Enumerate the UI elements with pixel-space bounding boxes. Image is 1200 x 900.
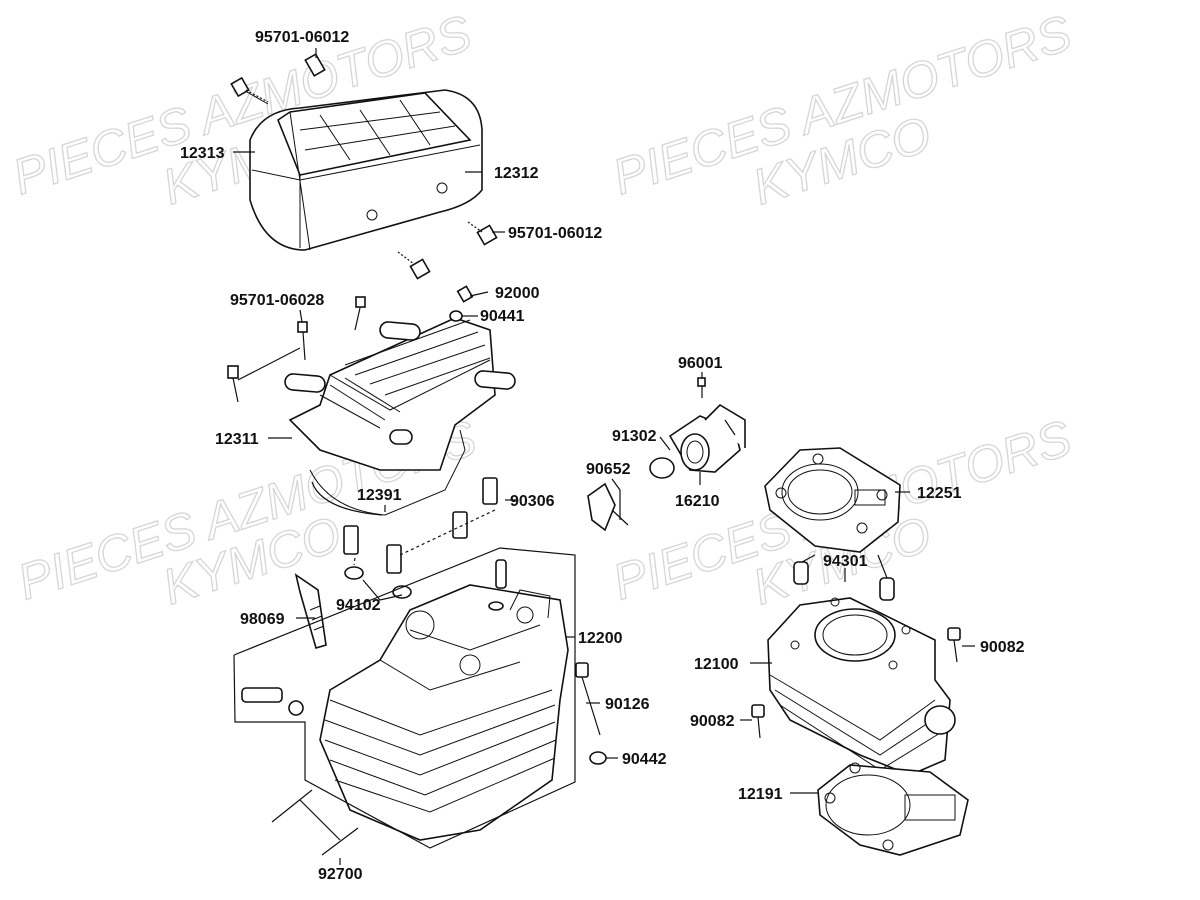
label-95701-06012-top: 95701-06012	[255, 29, 349, 46]
label-92700: 92700	[318, 866, 363, 883]
bolts-95701-06028	[227, 296, 366, 403]
label-12200: 12200	[578, 630, 623, 647]
bolt-90082-right	[947, 627, 961, 663]
label-90441: 90441	[480, 308, 525, 325]
clip-90652	[587, 482, 629, 532]
bolt-90126	[575, 662, 607, 765]
label-12312: 12312	[494, 165, 539, 182]
label-98069: 98069	[240, 611, 285, 628]
label-90652: 90652	[586, 461, 631, 478]
head-cover	[284, 317, 516, 516]
cylinder-base-gasket	[817, 762, 969, 856]
label-96001: 96001	[678, 355, 723, 372]
watermark-group: PIECES AZMOTORS KYMCO PIECES AZMOTORS KY…	[5, 4, 1078, 616]
leader-lines	[233, 48, 975, 865]
studs-92700	[271, 789, 359, 856]
bolt-90082-left	[751, 704, 765, 739]
label-94301: 94301	[823, 553, 868, 570]
cylinder-head-gasket	[764, 447, 901, 553]
bolt-95701-06012-top	[230, 53, 326, 105]
label-12313: 12313	[180, 145, 225, 162]
bolt-92000	[449, 285, 489, 322]
label-12391: 12391	[357, 487, 402, 504]
head-fittings	[241, 559, 507, 716]
valve-cover-outer	[249, 89, 483, 251]
intake-pipe	[668, 377, 746, 473]
label-90082-right: 90082	[980, 639, 1025, 656]
label-90126: 90126	[605, 696, 650, 713]
head-cover-gasket	[311, 481, 383, 516]
cylinder-head	[233, 547, 576, 849]
label-12311: 12311	[215, 431, 259, 448]
label-92000: 92000	[495, 285, 540, 302]
label-90082-left: 90082	[690, 713, 735, 730]
o-ring-91302	[649, 457, 675, 479]
label-12100: 12100	[694, 656, 739, 673]
dowels-94301	[793, 554, 895, 601]
label-12251: 12251	[917, 485, 962, 502]
label-90306: 90306	[510, 493, 555, 510]
label-95701-06012-right: 95701-06012	[508, 225, 602, 242]
label-94102: 94102	[336, 597, 381, 614]
cylinder-block	[767, 597, 956, 776]
label-90442: 90442	[622, 751, 667, 768]
label-16210: 16210	[675, 493, 720, 510]
label-95701-06028: 95701-06028	[230, 292, 324, 309]
label-91302: 91302	[612, 428, 657, 445]
spark-plug	[294, 573, 327, 649]
label-12191: 12191	[738, 786, 783, 803]
part-number-labels: 95701-06012 12313 12312 95701-06012 9570…	[180, 29, 1025, 883]
bolts-90306	[343, 477, 518, 601]
bolt-95701-06012-right	[397, 221, 498, 280]
